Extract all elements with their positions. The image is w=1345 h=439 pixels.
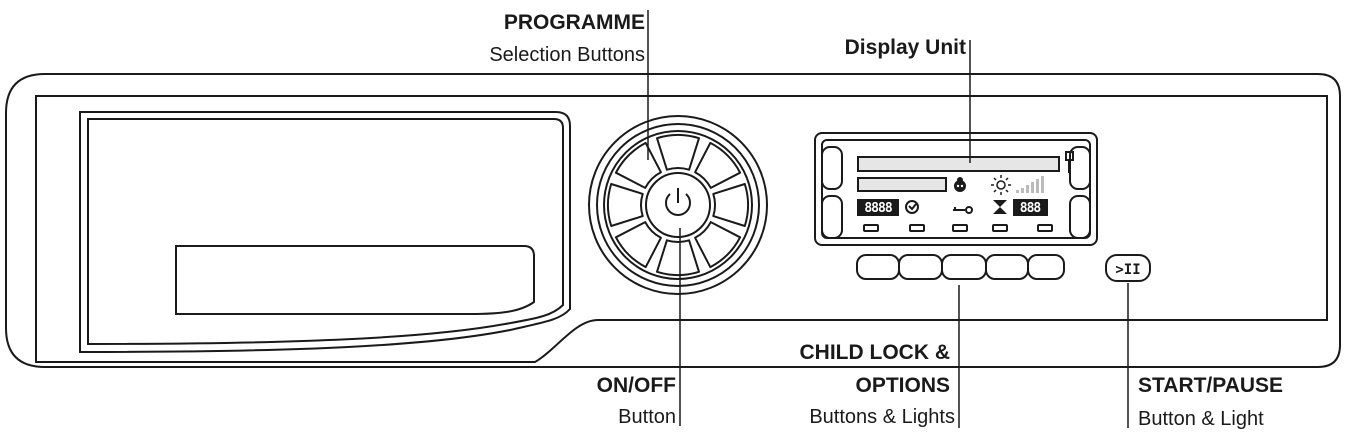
baby-icon	[954, 177, 966, 192]
display-side-button	[1069, 195, 1091, 239]
child-lock-sublabel: Buttons & Lights	[809, 406, 955, 428]
start-pause-button: >II	[1105, 254, 1151, 282]
display-unit	[814, 132, 1098, 246]
sun-icon	[991, 175, 1011, 195]
option-light	[863, 224, 879, 232]
child-lock-label-line1: CHILD LOCK &	[799, 341, 951, 364]
panel-face	[35, 95, 1328, 363]
on-off-button	[645, 172, 711, 238]
option-button-1	[856, 254, 900, 280]
programme-label: PROGRAMME	[503, 11, 645, 34]
option-light	[909, 224, 925, 232]
option-button-4	[985, 254, 1029, 280]
right-digits: 888	[1020, 201, 1042, 216]
power-icon	[665, 188, 691, 216]
thermometer-icon	[1065, 151, 1074, 173]
on-off-label: ON/OFF	[596, 374, 676, 397]
display-frame	[814, 132, 1098, 246]
display-bar-mid	[857, 177, 947, 192]
callout-leaders	[647, 10, 1129, 428]
option-light	[992, 224, 1008, 232]
option-button-3	[941, 254, 987, 280]
detergent-drawer-inner	[87, 118, 564, 346]
programme-button-7[interactable]	[607, 183, 644, 227]
option-button-5	[1027, 254, 1065, 280]
detergent-drawer	[79, 111, 571, 353]
programme-segments	[607, 134, 749, 276]
display-side-button	[821, 146, 843, 190]
panel-housing	[5, 73, 1341, 368]
option-light	[1037, 224, 1053, 232]
display-bar-top	[857, 156, 1060, 172]
key-icon	[953, 206, 973, 214]
option-button-2	[898, 254, 943, 280]
play-pause-icon: >II	[1115, 262, 1140, 278]
option-buttons	[856, 254, 1065, 280]
programme-button-2[interactable]	[694, 141, 742, 189]
display-unit-label: Display Unit	[844, 36, 966, 59]
programme-button-3[interactable]	[712, 183, 749, 227]
programme-button-6[interactable]	[614, 221, 662, 269]
start-pause-label: START/PAUSE	[1138, 374, 1284, 397]
on-off-sublabel: Button	[618, 406, 676, 428]
display-side-button	[821, 195, 843, 239]
programme-button-5[interactable]	[656, 239, 700, 276]
programme-button-8[interactable]	[614, 141, 662, 189]
signal-bars-icon	[1016, 176, 1044, 193]
drawer-handle	[175, 245, 535, 315]
programme-dial	[588, 115, 768, 295]
option-light	[952, 224, 968, 232]
left-digit-display: 8888	[857, 199, 899, 216]
programme-button-4[interactable]	[694, 221, 742, 269]
programme-sublabel: Selection Buttons	[489, 44, 645, 66]
cycle-arrow-icon	[905, 200, 919, 214]
right-digit-display: 888	[1013, 199, 1048, 216]
hourglass-icon	[993, 200, 1007, 214]
programme-button-1[interactable]	[656, 134, 700, 171]
left-digits: 8888	[864, 201, 892, 216]
start-pause-sublabel: Button & Light	[1138, 408, 1264, 430]
child-lock-label-line2: OPTIONS	[855, 374, 950, 397]
option-lights	[863, 224, 1053, 232]
